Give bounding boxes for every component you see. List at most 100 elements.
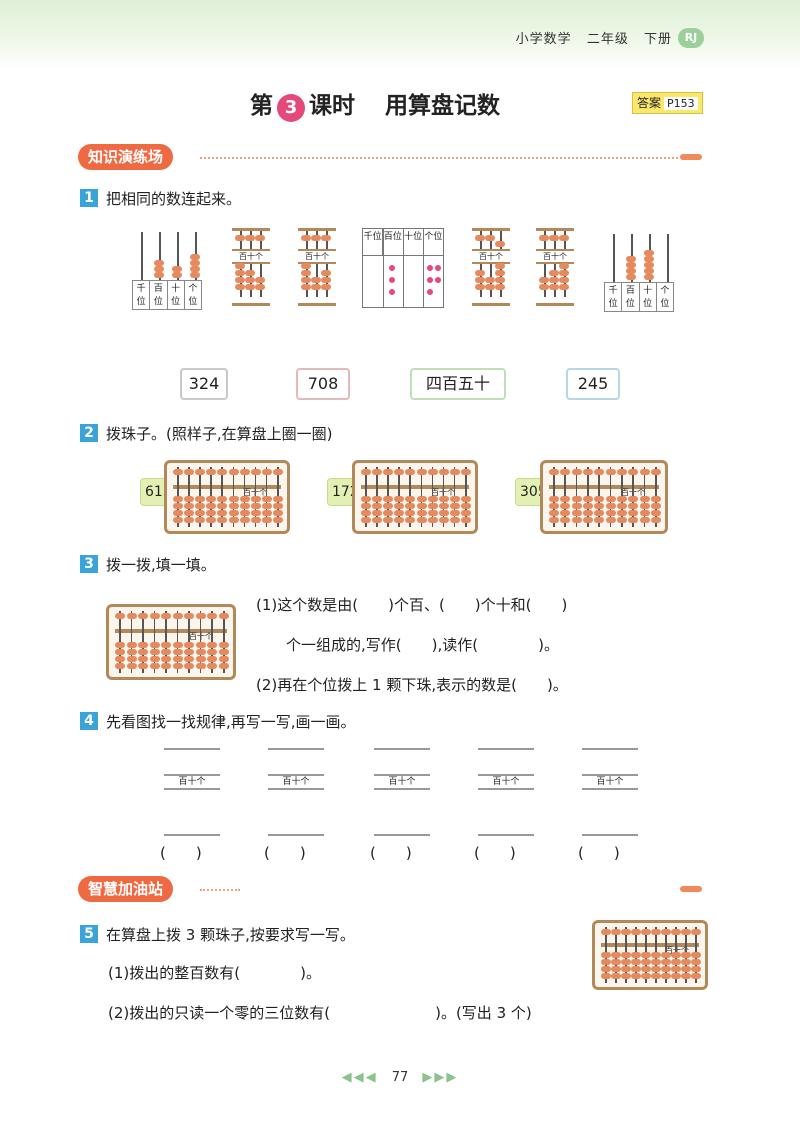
lower-bead[interactable]: [617, 503, 627, 509]
upper-bead[interactable]: [372, 469, 383, 475]
lower-bead[interactable]: [427, 517, 438, 523]
lower-bead[interactable]: [228, 503, 239, 509]
answer-blank[interactable]: ( ): [264, 844, 306, 862]
abacus[interactable]: 百十个: [592, 920, 708, 990]
lower-bead[interactable]: [601, 973, 611, 979]
lower-bead[interactable]: [628, 503, 639, 509]
lower-bead[interactable]: [405, 517, 416, 523]
lower-bead[interactable]: [207, 642, 218, 648]
lower-bead[interactable]: [219, 649, 229, 655]
lower-bead[interactable]: [611, 952, 621, 958]
lower-bead[interactable]: [671, 952, 681, 958]
lower-bead[interactable]: [651, 952, 661, 958]
lower-bead[interactable]: [126, 656, 137, 662]
lower-bead[interactable]: [661, 966, 671, 972]
upper-bead[interactable]: [571, 469, 582, 475]
lower-bead[interactable]: [681, 973, 691, 979]
lower-bead[interactable]: [621, 966, 631, 972]
upper-bead[interactable]: [651, 469, 661, 475]
lower-bead[interactable]: [641, 966, 651, 972]
upper-bead[interactable]: [671, 929, 681, 935]
lower-bead[interactable]: [149, 642, 160, 648]
upper-bead[interactable]: [394, 469, 405, 475]
lower-bead[interactable]: [651, 503, 661, 509]
upper-bead[interactable]: [628, 469, 639, 475]
lower-bead[interactable]: [195, 503, 206, 509]
lower-bead[interactable]: [361, 503, 371, 509]
lower-bead[interactable]: [427, 510, 438, 516]
lower-bead[interactable]: [617, 496, 627, 502]
lower-bead[interactable]: [405, 503, 416, 509]
lower-bead[interactable]: [126, 649, 137, 655]
lower-bead[interactable]: [671, 973, 681, 979]
lower-bead[interactable]: [173, 496, 183, 502]
lower-bead[interactable]: [361, 496, 371, 502]
lower-bead[interactable]: [394, 503, 405, 509]
lower-bead[interactable]: [449, 510, 460, 516]
lower-bead[interactable]: [549, 496, 559, 502]
lower-bead[interactable]: [250, 503, 261, 509]
lower-bead[interactable]: [605, 510, 616, 516]
fill-line-3[interactable]: (2)再在个位拨上 1 颗下珠,表示的数是( )。: [256, 676, 568, 694]
lower-bead[interactable]: [115, 656, 125, 662]
lower-bead[interactable]: [601, 952, 611, 958]
lower-bead[interactable]: [560, 503, 571, 509]
lower-bead[interactable]: [195, 656, 206, 662]
number-box[interactable]: 708: [296, 368, 350, 400]
lower-bead[interactable]: [184, 517, 195, 523]
upper-bead[interactable]: [427, 469, 438, 475]
answer-blank[interactable]: ( ): [578, 844, 620, 862]
lower-bead[interactable]: [461, 517, 471, 523]
lower-bead[interactable]: [239, 503, 250, 509]
abacus-172[interactable]: 百十个: [352, 460, 478, 534]
lower-bead[interactable]: [372, 517, 383, 523]
lower-bead[interactable]: [184, 510, 195, 516]
lower-bead[interactable]: [250, 517, 261, 523]
lower-bead[interactable]: [641, 952, 651, 958]
lower-bead[interactable]: [583, 517, 593, 523]
lower-bead[interactable]: [239, 517, 250, 523]
fill-line-1[interactable]: (1)拨出的整百数有( )。: [108, 964, 321, 982]
lower-bead[interactable]: [605, 517, 616, 523]
lower-bead[interactable]: [631, 959, 641, 965]
lower-bead[interactable]: [184, 496, 195, 502]
lower-bead[interactable]: [219, 642, 229, 648]
upper-bead[interactable]: [449, 469, 460, 475]
upper-bead[interactable]: [184, 613, 195, 619]
lower-bead[interactable]: [594, 503, 605, 509]
lower-bead[interactable]: [206, 510, 217, 516]
lower-bead[interactable]: [383, 517, 394, 523]
lower-bead[interactable]: [641, 973, 651, 979]
lower-bead[interactable]: [549, 510, 559, 516]
upper-bead[interactable]: [219, 613, 229, 619]
lower-bead[interactable]: [571, 517, 582, 523]
lower-bead[interactable]: [631, 952, 641, 958]
lower-bead[interactable]: [161, 649, 172, 655]
lower-bead[interactable]: [639, 517, 650, 523]
lower-bead[interactable]: [671, 959, 681, 965]
upper-bead[interactable]: [383, 469, 394, 475]
upper-bead[interactable]: [228, 469, 239, 475]
lower-bead[interactable]: [161, 642, 172, 648]
lower-bead[interactable]: [261, 517, 272, 523]
lower-bead[interactable]: [681, 952, 691, 958]
upper-bead[interactable]: [617, 469, 627, 475]
lower-bead[interactable]: [661, 973, 671, 979]
abacus-blank[interactable]: 百十个: [582, 748, 638, 836]
upper-bead[interactable]: [631, 929, 641, 935]
lower-bead[interactable]: [594, 510, 605, 516]
lower-bead[interactable]: [228, 496, 239, 502]
fill-line-1[interactable]: (1)这个数是由( )个百、( )个十和( ): [256, 596, 568, 614]
lower-bead[interactable]: [206, 517, 217, 523]
upper-bead[interactable]: [184, 469, 195, 475]
lower-bead[interactable]: [583, 510, 593, 516]
lower-bead[interactable]: [217, 496, 228, 502]
lower-bead[interactable]: [115, 649, 125, 655]
lower-bead[interactable]: [138, 642, 149, 648]
lower-bead[interactable]: [273, 510, 283, 516]
lower-bead[interactable]: [416, 503, 427, 509]
abacus[interactable]: 百十个: [106, 604, 236, 680]
lower-bead[interactable]: [195, 496, 206, 502]
lower-bead[interactable]: [172, 649, 183, 655]
lower-bead[interactable]: [239, 510, 250, 516]
